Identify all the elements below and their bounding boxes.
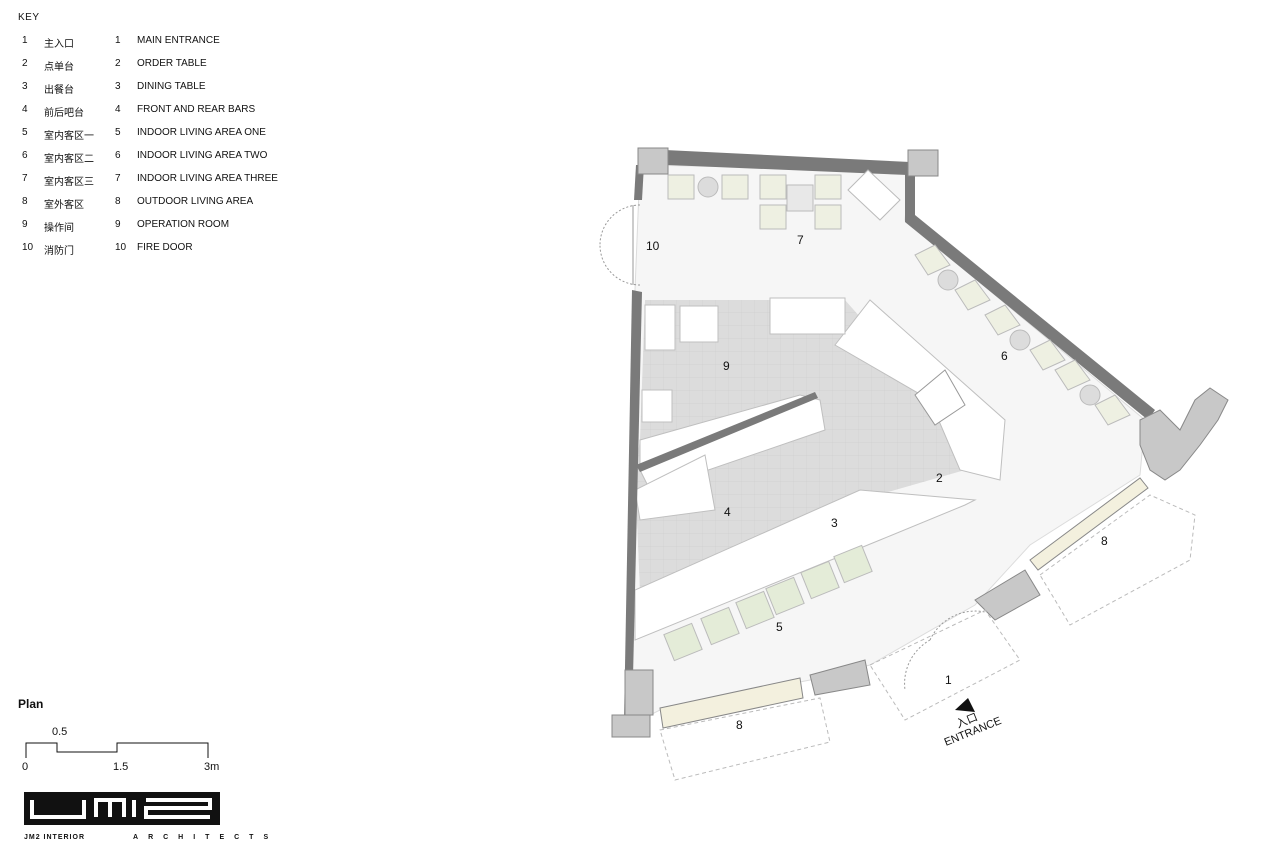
key-label-en: INDOOR LIVING AREA ONE [137,127,266,138]
key-number-en: 5 [115,127,121,138]
sink-unit [644,304,676,351]
key-number-en: 1 [115,35,121,46]
scale-label-1-5: 1.5 [113,761,129,773]
key-label-en: MAIN ENTRANCE [137,35,220,46]
operation-table [679,305,719,343]
column-mid-2 [809,659,871,696]
column-mid-1 [974,569,1041,621]
key-number: 9 [22,219,28,230]
jm2-logo [24,792,220,825]
key-number-en: 8 [115,196,121,207]
key-number: 7 [22,173,28,184]
operation-partition [636,392,818,472]
key-number-en: 3 [115,81,121,92]
label-fire-door: 10 [646,239,660,253]
key-label-cn: 前后吧台 [44,108,84,119]
key-label-en: OPERATION ROOM [137,219,230,230]
seating-zone-7 [667,169,901,230]
jm2-logo-mark [30,798,212,819]
key-label-cn: 消防门 [44,246,74,257]
dining-counter [634,489,977,641]
scale-label-zero: 0 [22,761,29,773]
column-sw [624,669,654,716]
key-label-en: FRONT AND REAR BARS [137,104,256,115]
scale-label-3m: 3m [204,761,220,773]
logo-subtitle: JM2 INTERIOR ARCHITECTS [24,834,278,841]
key-title: KEY [18,12,40,23]
outdoor-area-east [1039,494,1196,626]
key-label-en: INDOOR LIVING AREA THREE [137,173,278,184]
key-label-cn: 室内客区三 [44,177,94,188]
label-main-entrance: 1 [945,673,952,687]
label-bars: 4 [724,505,731,519]
plan-title: Plan [18,697,44,711]
label-indoor-two: 6 [1001,349,1008,363]
label-order-table: 2 [936,471,943,485]
key-label-cn: 室外客区 [44,200,84,211]
logo-subtitle-left: JM2 INTERIOR [24,834,86,841]
key-number-en: 6 [115,150,121,161]
key-number-en: 2 [115,58,121,69]
key-label-cn: 室内客区一 [44,131,94,142]
entrance-arrow-icon [955,698,975,712]
main-entrance-door[interactable] [904,610,986,691]
key-number: 6 [22,150,28,161]
key-label-cn: 主入口 [44,39,74,50]
label-indoor-three: 7 [797,233,804,247]
key-number: 4 [22,104,28,115]
fire-door[interactable] [599,204,641,286]
label-operation-room: 9 [723,359,730,373]
key-label-en: DINING TABLE [137,81,206,92]
key-number: 1 [22,35,28,46]
north-wall [665,150,910,175]
column-nw [637,147,669,175]
northeast-wall [905,170,1155,420]
key-label-cn: 室内客区二 [44,154,94,165]
operation-bench [769,297,846,335]
scale-bar [25,742,209,758]
key-number: 5 [22,127,28,138]
key-label-cn: 操作间 [44,223,74,234]
rear-bar-counter [634,454,716,521]
label-dining-table: 3 [831,516,838,530]
column-sw-base [611,714,651,738]
key-number-en: 9 [115,219,121,230]
column-east [1139,387,1229,481]
label-indoor-one: 5 [776,620,783,634]
key-label-en: INDOOR LIVING AREA TWO [137,150,268,161]
key-number: 2 [22,58,28,69]
key-label-cn: 点单台 [44,62,74,73]
key-label-cn: 出餐台 [44,85,74,96]
label-outdoor-east: 8 [1101,534,1108,548]
key-number-en: 7 [115,173,121,184]
key-label-en: ORDER TABLE [137,58,207,69]
logo-subtitle-right: ARCHITECTS [133,834,279,841]
column-ne [907,149,939,177]
entrance-path [869,609,1021,721]
sink-unit-2 [641,389,673,423]
label-outdoor-south: 8 [736,718,743,732]
key-number-en: 10 [115,242,127,253]
planter-south [659,677,804,729]
west-wall [624,290,642,720]
key-label-en: FIRE DOOR [137,242,193,253]
seating-zone-5 [663,544,873,662]
key-number: 3 [22,81,28,92]
scale-label-half: 0.5 [52,726,68,738]
key-number: 8 [22,196,28,207]
stove [914,369,966,426]
key-number-en: 4 [115,104,121,115]
outdoor-area-south [659,697,831,781]
seating-zone-6 [914,244,1131,426]
key-number: 10 [22,242,34,253]
planter-east [1029,477,1149,571]
key-label-en: OUTDOOR LIVING AREA [137,196,254,207]
